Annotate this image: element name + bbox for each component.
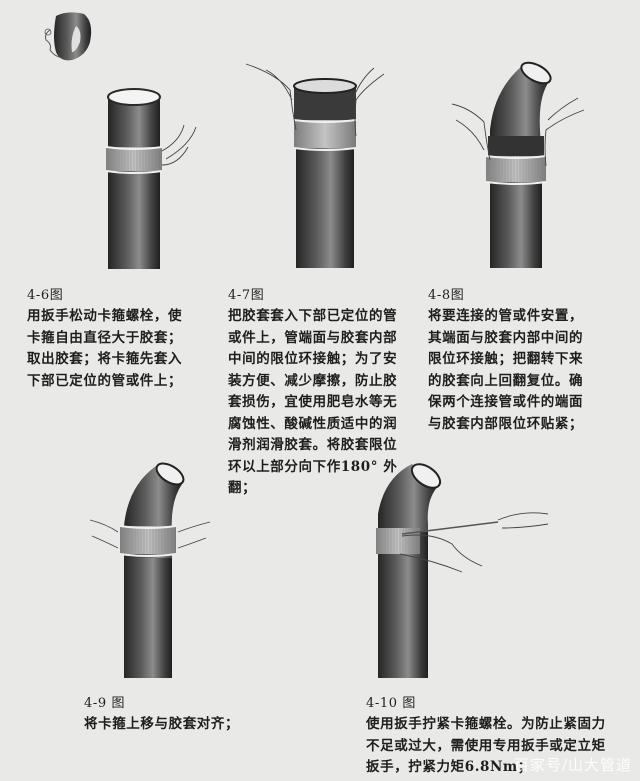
figure-number: 4-9 图 bbox=[84, 696, 126, 711]
watermark: 百家号/山大管道 bbox=[513, 756, 632, 774]
tighten-bolt-illustration bbox=[376, 463, 549, 678]
step-caption: 4-8图 将要连接的管或件安置， 其端面与胶套内部中间的 限位环接触；把翻转下来… bbox=[428, 286, 628, 435]
figure-number: 4-7图 bbox=[228, 288, 265, 303]
step-caption: 4-9 图 将卡箍上移与胶套对齐； bbox=[84, 694, 284, 736]
step-caption: 4-10 图 使用扳手拧紧卡箍螺栓。为防止紧固力 不足或过大，需使用专用扳手或定… bbox=[366, 694, 636, 779]
gasket-illustration bbox=[44, 12, 92, 61]
step-description: 用扳手松动卡箍螺栓，使 卡箍自由直径大于胶套； 取出胶套；将卡箍先套入 下部已定… bbox=[27, 308, 183, 389]
figure-number: 4-8图 bbox=[428, 288, 465, 303]
step-description: 把胶套套入下部已定位的管 或件上，管端面与胶套内部 中间的限位环接触；为了安 装… bbox=[228, 308, 398, 496]
step-caption: 4-6图 用扳手松动卡箍螺栓，使 卡箍自由直径大于胶套； 取出胶套；将卡箍先套入… bbox=[27, 286, 217, 392]
pipe-with-clamp-illustration bbox=[105, 88, 197, 269]
elbow-joint-illustration bbox=[451, 61, 585, 268]
step-description: 使用扳手拧紧卡箍螺栓。为防止紧固力 不足或过大，需使用专用扳手或定立矩 扳手，拧… bbox=[366, 716, 606, 775]
step-description: 将卡箍上移与胶套对齐； bbox=[84, 716, 240, 732]
step-description: 将要连接的管或件安置， 其端面与胶套内部中间的 限位环接触；把翻转下来 的胶套向… bbox=[428, 308, 584, 432]
pipe-with-gasket-illustration bbox=[245, 63, 385, 268]
figure-number: 4-6图 bbox=[27, 288, 64, 303]
figure-number: 4-10 图 bbox=[366, 696, 416, 711]
step-caption: 4-7图 把胶套套入下部已定位的管 或件上，管端面与胶套内部 中间的限位环接触；… bbox=[228, 286, 418, 500]
clamp-aligned-illustration bbox=[89, 462, 211, 678]
